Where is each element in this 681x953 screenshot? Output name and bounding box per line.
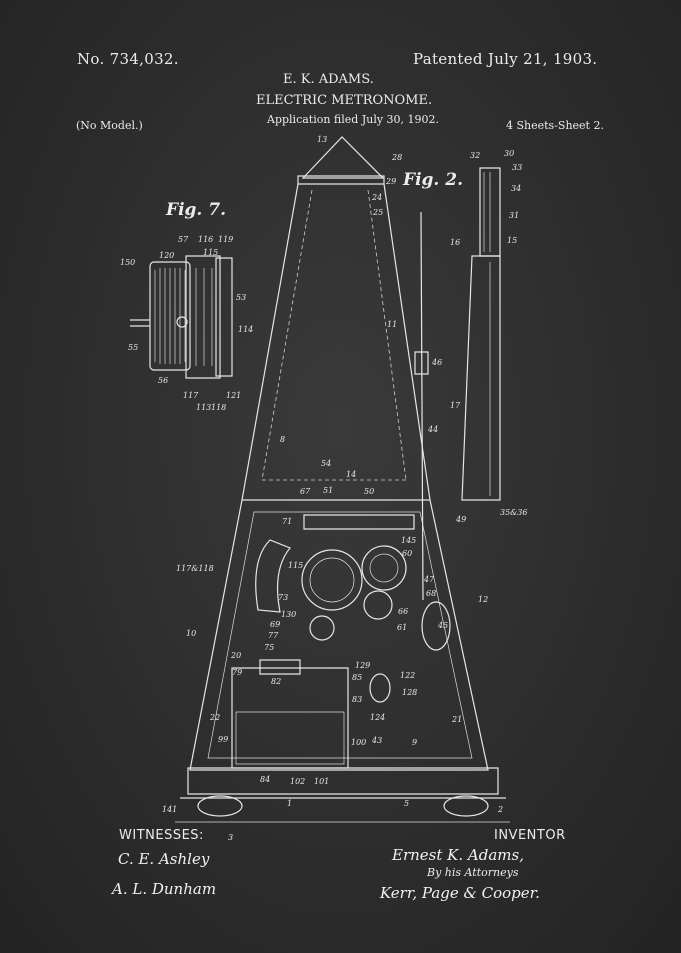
svg-text:14: 14 xyxy=(346,470,356,479)
svg-text:3: 3 xyxy=(228,833,233,842)
svg-text:129: 129 xyxy=(355,661,370,670)
svg-text:30: 30 xyxy=(504,149,514,158)
svg-text:31: 31 xyxy=(509,211,519,220)
svg-text:45: 45 xyxy=(437,621,448,630)
svg-text:1: 1 xyxy=(287,799,292,808)
fig2-label: Fig. 2. xyxy=(403,170,463,190)
svg-text:28: 28 xyxy=(391,153,402,162)
witness-signature-2: A. L. Dunham xyxy=(112,880,217,898)
svg-text:114: 114 xyxy=(238,325,253,334)
svg-text:121: 121 xyxy=(226,391,241,400)
svg-text:24: 24 xyxy=(371,193,382,202)
sheet-number: 4 Sheets-Sheet 2. xyxy=(506,119,604,132)
svg-text:35&36: 35&36 xyxy=(500,508,527,517)
svg-text:60: 60 xyxy=(402,549,412,558)
svg-text:119: 119 xyxy=(218,235,233,244)
svg-text:50: 50 xyxy=(364,487,374,496)
svg-text:20: 20 xyxy=(230,651,241,660)
svg-text:56: 56 xyxy=(158,376,168,385)
svg-text:128: 128 xyxy=(402,688,417,697)
svg-text:49: 49 xyxy=(455,515,466,524)
witness-signature-1: C. E. Ashley xyxy=(118,850,210,868)
svg-text:117&118: 117&118 xyxy=(176,564,214,573)
svg-text:115: 115 xyxy=(203,248,218,257)
inventor-name: E. K. ADAMS. xyxy=(283,72,374,87)
inventor-signature: Ernest K. Adams, xyxy=(392,846,524,864)
svg-text:2: 2 xyxy=(497,805,503,814)
application-date: Application filed July 30, 1902. xyxy=(267,113,440,126)
model-note: (No Model.) xyxy=(76,119,143,132)
inventor-label: INVENTOR xyxy=(494,828,566,843)
svg-text:102: 102 xyxy=(290,777,305,786)
witnesses-label: WITNESSES: xyxy=(119,828,204,843)
svg-text:84: 84 xyxy=(260,775,270,784)
patent-title: ELECTRIC METRONOME. xyxy=(256,93,433,108)
fig2-drawing: 32 30 33 34 31 16 15 17 35&36 xyxy=(450,149,527,517)
svg-text:8: 8 xyxy=(280,435,285,444)
svg-text:118: 118 xyxy=(211,403,226,412)
svg-text:54: 54 xyxy=(321,459,331,468)
fig7-label: Fig. 7. xyxy=(166,200,226,220)
svg-text:69: 69 xyxy=(270,620,280,629)
svg-text:47: 47 xyxy=(423,575,435,584)
svg-text:141: 141 xyxy=(162,805,177,814)
attorneys-signature: Kerr, Page & Cooper. xyxy=(380,884,540,902)
svg-text:22: 22 xyxy=(209,713,220,722)
svg-text:13: 13 xyxy=(317,135,327,144)
svg-text:101: 101 xyxy=(314,777,329,786)
svg-text:43: 43 xyxy=(371,736,382,745)
attorneys-label: By his Attorneys xyxy=(427,866,519,879)
svg-text:5: 5 xyxy=(404,799,409,808)
svg-text:75: 75 xyxy=(264,643,274,652)
svg-text:124: 124 xyxy=(370,713,385,722)
svg-text:53: 53 xyxy=(236,293,246,302)
svg-text:46: 46 xyxy=(431,358,442,367)
svg-text:32: 32 xyxy=(470,151,480,160)
svg-text:85: 85 xyxy=(352,673,362,682)
svg-text:10: 10 xyxy=(186,629,196,638)
svg-text:113: 113 xyxy=(196,403,211,412)
svg-text:15: 15 xyxy=(507,236,517,245)
svg-text:33: 33 xyxy=(512,163,522,172)
svg-text:117: 117 xyxy=(183,391,199,400)
patent-date: Patented July 21, 1903. xyxy=(413,50,598,68)
svg-text:55: 55 xyxy=(128,343,138,352)
svg-text:51: 51 xyxy=(323,486,333,495)
svg-text:120: 120 xyxy=(159,251,174,260)
svg-text:115: 115 xyxy=(288,561,303,570)
svg-text:77: 77 xyxy=(268,631,279,640)
svg-text:150: 150 xyxy=(120,258,135,267)
svg-text:99: 99 xyxy=(218,735,228,744)
svg-text:44: 44 xyxy=(427,425,438,434)
svg-text:16: 16 xyxy=(450,238,460,247)
svg-text:67: 67 xyxy=(300,487,311,496)
svg-text:145: 145 xyxy=(401,536,416,545)
patent-number: No. 734,032. xyxy=(77,50,179,68)
svg-text:130: 130 xyxy=(281,610,296,619)
svg-text:11: 11 xyxy=(387,320,397,329)
svg-text:9: 9 xyxy=(412,738,417,747)
svg-text:82: 82 xyxy=(271,677,281,686)
svg-text:12: 12 xyxy=(478,595,488,604)
svg-text:73: 73 xyxy=(278,593,288,602)
svg-text:71: 71 xyxy=(282,517,292,526)
svg-text:83: 83 xyxy=(352,695,362,704)
svg-text:17: 17 xyxy=(450,401,461,410)
svg-text:25: 25 xyxy=(372,208,383,217)
svg-text:34: 34 xyxy=(511,184,521,193)
svg-text:68: 68 xyxy=(426,589,436,598)
svg-text:116: 116 xyxy=(198,235,213,244)
svg-text:57: 57 xyxy=(178,235,189,244)
svg-text:100: 100 xyxy=(351,738,366,747)
svg-text:66: 66 xyxy=(398,607,408,616)
svg-text:61: 61 xyxy=(397,623,407,632)
svg-text:29: 29 xyxy=(385,177,396,186)
svg-text:79: 79 xyxy=(232,668,242,677)
svg-text:21: 21 xyxy=(451,715,462,724)
svg-text:122: 122 xyxy=(400,671,415,680)
